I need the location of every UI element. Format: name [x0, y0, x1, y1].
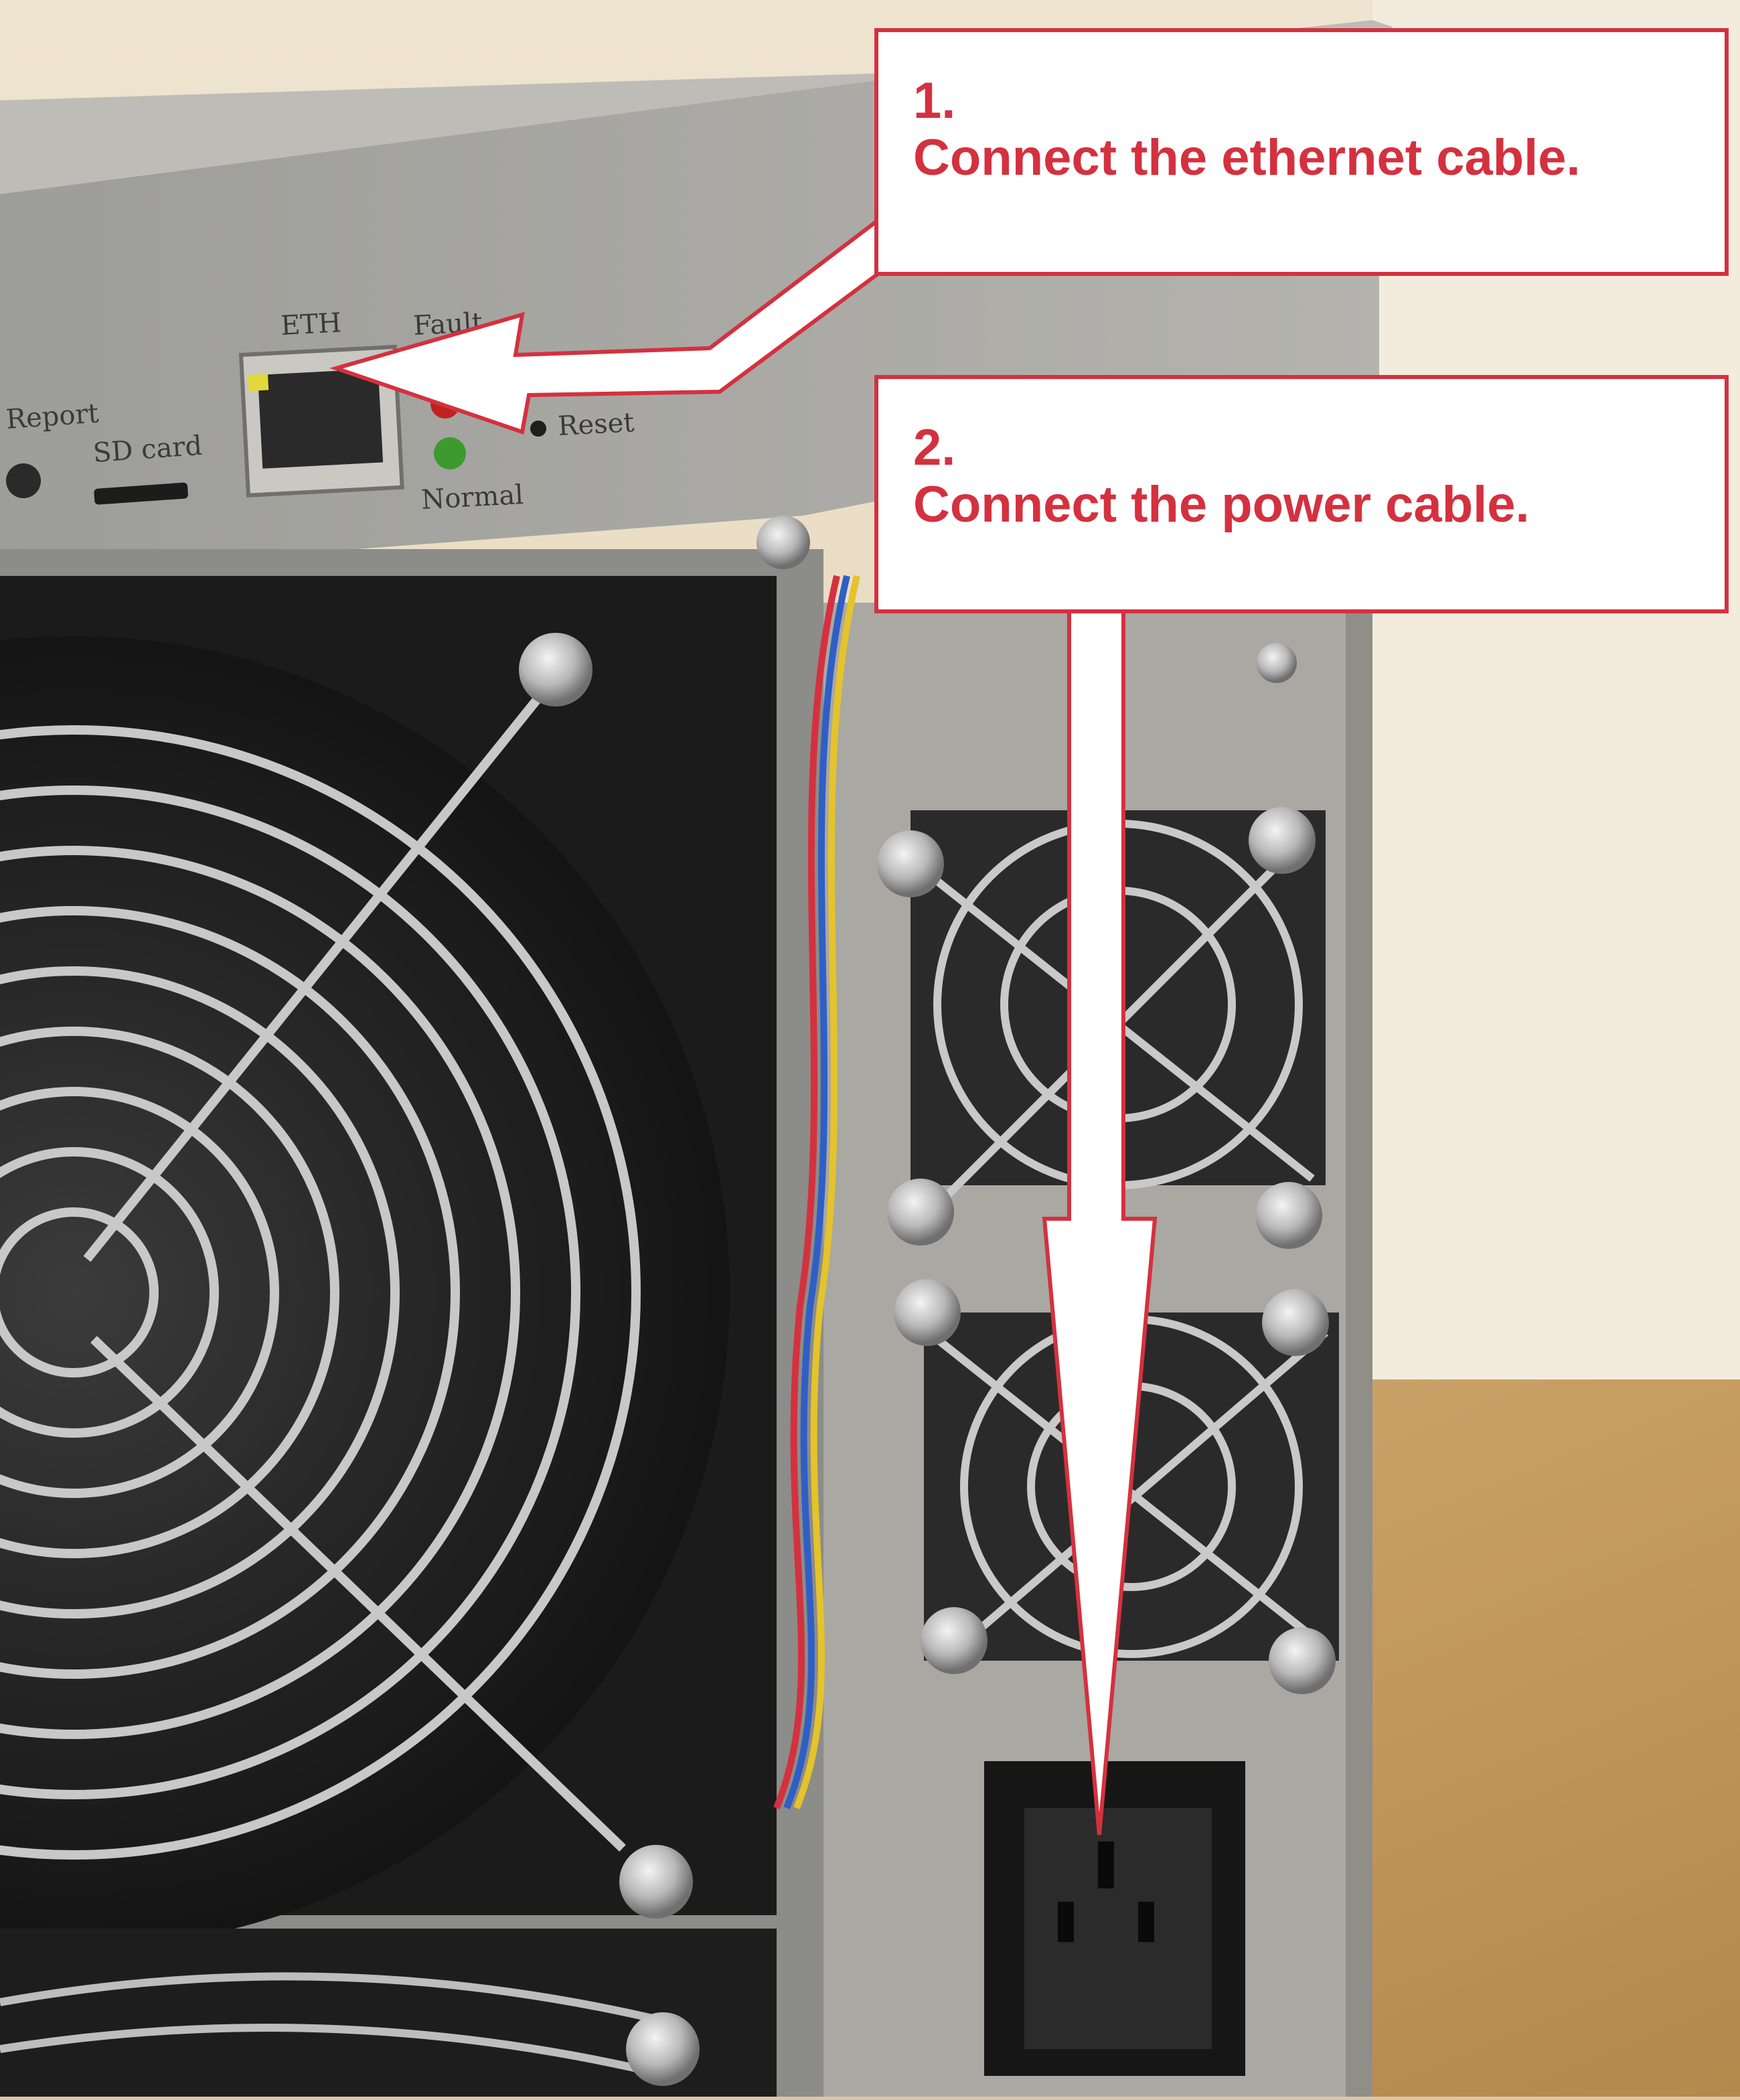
- ethernet-port[interactable]: [238, 344, 404, 498]
- reset-button[interactable]: [530, 421, 546, 437]
- fan-screw-icon: [519, 633, 592, 706]
- chassis-screw-icon: [757, 516, 810, 569]
- fan-grill: [0, 673, 641, 1860]
- step-2-callout: 2. Connect the power cable.: [874, 375, 1729, 613]
- report-label: Report: [5, 398, 100, 435]
- fan-screw-icon: [619, 1845, 693, 1919]
- fan-wires: [773, 575, 860, 1809]
- power-socket[interactable]: [984, 1761, 1245, 2076]
- step-2-text: Connect the power cable.: [913, 476, 1530, 534]
- normal-led: [434, 437, 466, 469]
- report-button[interactable]: [6, 463, 41, 498]
- sd-card-slot[interactable]: [94, 482, 188, 505]
- psu-screws: [877, 643, 1336, 1694]
- step-2-number: 2.: [913, 419, 956, 476]
- fan-screw-icon: [626, 2012, 700, 2086]
- psu-edge: [1346, 603, 1372, 2097]
- normal-label: Normal: [420, 479, 524, 516]
- step-1-callout: 1. Connect the ethernet cable.: [874, 28, 1729, 276]
- step-1-text: Connect the ethernet cable.: [913, 129, 1581, 187]
- sd-card-label: SD card: [92, 431, 203, 469]
- lower-fan-grill: [0, 1972, 671, 2080]
- step-1-number: 1.: [913, 72, 956, 129]
- eth-label: ETH: [280, 307, 342, 342]
- reset-label: Reset: [557, 407, 635, 442]
- fan-blades: [0, 636, 730, 1949]
- arrow-to-power-socket-icon: [1042, 607, 1158, 1835]
